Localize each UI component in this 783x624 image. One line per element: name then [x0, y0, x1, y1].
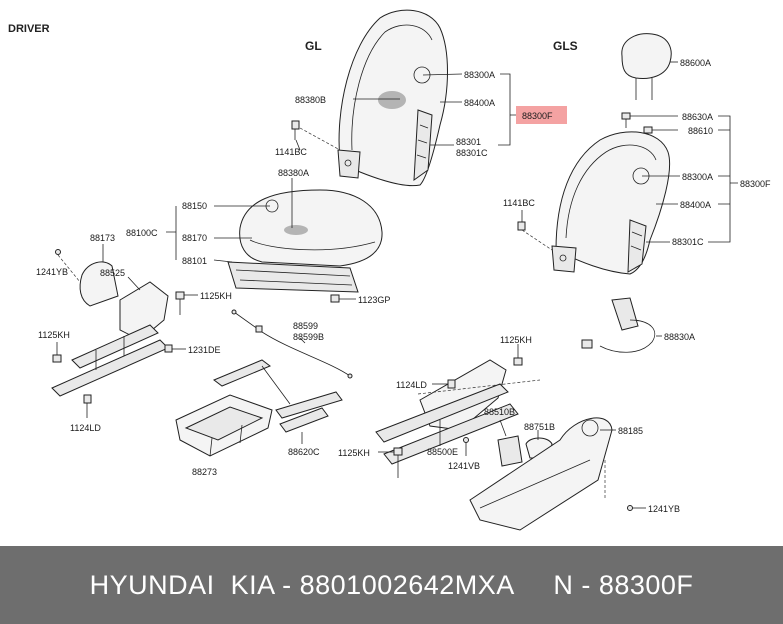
- bolt-1125KH-bottom: [378, 447, 403, 478]
- bolt-1125KH-top: [175, 291, 198, 315]
- label-88630A: 88630A: [682, 112, 713, 122]
- recliner-cover-88185: [469, 417, 613, 531]
- highlight-88300F: [516, 106, 567, 124]
- label-1241YB-left: 1241YB: [36, 267, 68, 277]
- label-88301: 88301: [456, 137, 481, 147]
- label-1125KH-right: 1125KH: [500, 335, 532, 345]
- seat-parts-diagram: DRIVER GL GLS 88300A 88380B 88400A 88300…: [8, 9, 771, 531]
- label-88380B: 88380B: [295, 95, 326, 105]
- label-88380A: 88380A: [278, 168, 309, 178]
- label-88600A: 88600A: [680, 58, 711, 68]
- side-cover-88173: [79, 261, 119, 307]
- label-88300F-gl: 88300F: [522, 111, 553, 121]
- part-number-banner: HYUNDAI KIA - 8801002642MXA N - 88300F: [0, 546, 783, 624]
- label-88300A-gl: 88300A: [464, 70, 495, 80]
- label-88525: 88525: [100, 268, 125, 278]
- label-1141BC-gl: 1141BC: [275, 147, 307, 157]
- label-88273: 88273: [192, 467, 217, 477]
- screw-1241VB: [463, 437, 469, 456]
- heater-connector-88830A: [581, 297, 656, 353]
- part-number-text: HYUNDAI KIA - 8801002642MXA N - 88300F: [89, 569, 694, 600]
- bolt-1125KH-left: [52, 342, 62, 363]
- label-88301C-gl: 88301C: [456, 148, 488, 158]
- bracket-88510B: [497, 435, 523, 467]
- bolt-1123GP: [330, 294, 356, 303]
- label-88300F-gls: 88300F: [740, 179, 771, 189]
- label-1141BC-gls: 1141BC: [503, 198, 535, 208]
- label-88300A-gls: 88300A: [682, 172, 713, 182]
- seat-rail-left: [51, 281, 169, 397]
- gl-seat-back: [337, 9, 448, 187]
- label-88173: 88173: [90, 233, 115, 243]
- label-88599B: 88599B: [293, 332, 324, 342]
- gl-heading: GL: [305, 39, 322, 53]
- label-88100C: 88100C: [126, 228, 158, 238]
- bracket-88620C: [213, 359, 343, 433]
- gls-heading: GLS: [553, 39, 578, 53]
- label-1123GP: 1123GP: [358, 295, 390, 305]
- gl-seat-cushion: [227, 189, 383, 293]
- label-88599: 88599: [293, 321, 318, 331]
- label-88185: 88185: [618, 426, 643, 436]
- label-88610: 88610: [688, 126, 713, 136]
- label-88400A-gls: 88400A: [680, 200, 711, 210]
- label-1125KH-top: 1125KH: [200, 291, 232, 301]
- bolt-1125KH-right: [513, 344, 523, 366]
- label-1124LD-left: 1124LD: [70, 423, 101, 433]
- under-seat-tray-88273: [175, 394, 273, 457]
- label-1125KH-bottom: 1125KH: [338, 448, 370, 458]
- gls-headrest-88600A: [621, 33, 672, 100]
- bolt-1124LD-right: [432, 379, 456, 389]
- label-1124LD-right: 1124LD: [396, 380, 427, 390]
- screw-1241YB-right: [627, 505, 646, 511]
- label-88500E: 88500E: [427, 447, 458, 457]
- gls-guide-88630A: [621, 112, 678, 128]
- label-88620C: 88620C: [288, 447, 320, 457]
- label-88150: 88150: [182, 201, 207, 211]
- seat-rail-right: [375, 359, 519, 465]
- label-1231DE: 1231DE: [188, 345, 221, 355]
- label-88751B: 88751B: [524, 422, 555, 432]
- gls-back-bolt: [517, 221, 553, 251]
- label-1241VB: 1241VB: [448, 461, 480, 471]
- cable-88599: [231, 309, 353, 379]
- gls-seat-back: [551, 131, 671, 275]
- label-1241YB-right: 1241YB: [648, 504, 680, 514]
- bolt-1124LD-left: [83, 394, 92, 418]
- label-88400A-gl: 88400A: [464, 98, 495, 108]
- gl-seat-back-heater-mat: [378, 91, 406, 109]
- label-88301C-gls: 88301C: [672, 237, 704, 247]
- bolt-1231DE: [164, 344, 186, 353]
- label-1125KH-left: 1125KH: [38, 330, 70, 340]
- screw-1241YB-left: [55, 249, 81, 283]
- driver-heading: DRIVER: [8, 23, 50, 35]
- label-88510B: 88510B: [484, 407, 515, 417]
- label-88101: 88101: [182, 256, 207, 266]
- gl-back-bolt: [291, 120, 341, 151]
- label-88830A: 88830A: [664, 332, 695, 342]
- label-88170: 88170: [182, 233, 207, 243]
